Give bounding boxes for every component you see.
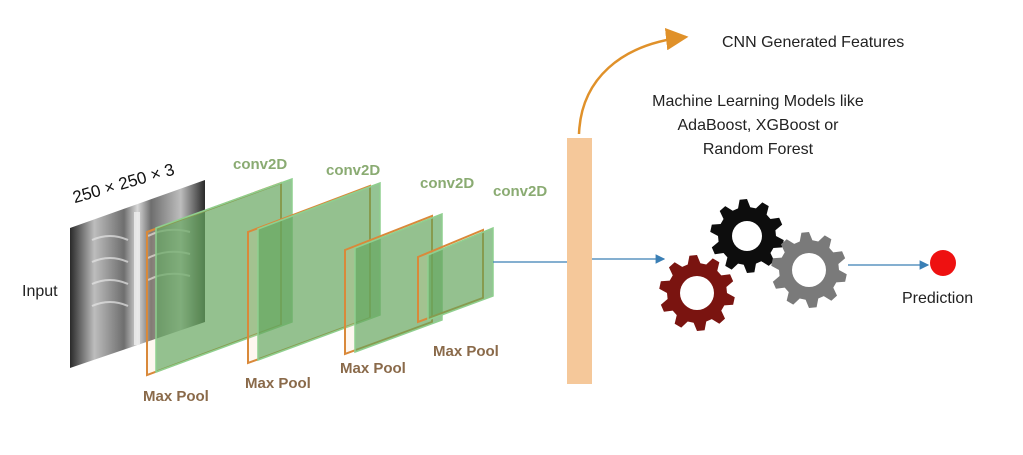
conv2d-label-3: conv2D [420,175,475,192]
maxpool-label-1: Max Pool [143,388,209,405]
ml-models-label: Machine Learning Models like AdaBoost, X… [652,93,864,158]
gear-gray-hole [792,253,826,287]
layer-pair-2 [247,181,381,365]
maxpool-label-3: Max Pool [340,360,406,377]
conv2d-label-4: conv2D [493,183,548,200]
gear-gray-icon [771,232,847,308]
cnn-feature-bar [567,138,592,384]
gear-black-icon [710,199,784,273]
gear-dark-red-icon [659,255,735,331]
conv2d-label-2: conv2D [326,162,381,179]
maxpool-label-2: Max Pool [245,375,311,392]
prediction-dot [930,250,956,276]
prediction-label: Prediction [902,290,974,307]
cnn-features-label: CNN Generated Features [722,34,905,51]
conv2d-label-1: conv2D [233,156,288,173]
layer-pair-3 [344,212,443,356]
conv2d-plane-4 [427,226,494,322]
layer-pair-4 [417,226,494,324]
gear-red-hole [680,276,714,310]
features-curved-arrow [577,27,689,135]
conv2d-plane-3 [354,212,443,354]
maxpool-label-4: Max Pool [433,343,499,360]
input-label: Input [22,283,58,300]
gear-black-hole [732,221,762,251]
